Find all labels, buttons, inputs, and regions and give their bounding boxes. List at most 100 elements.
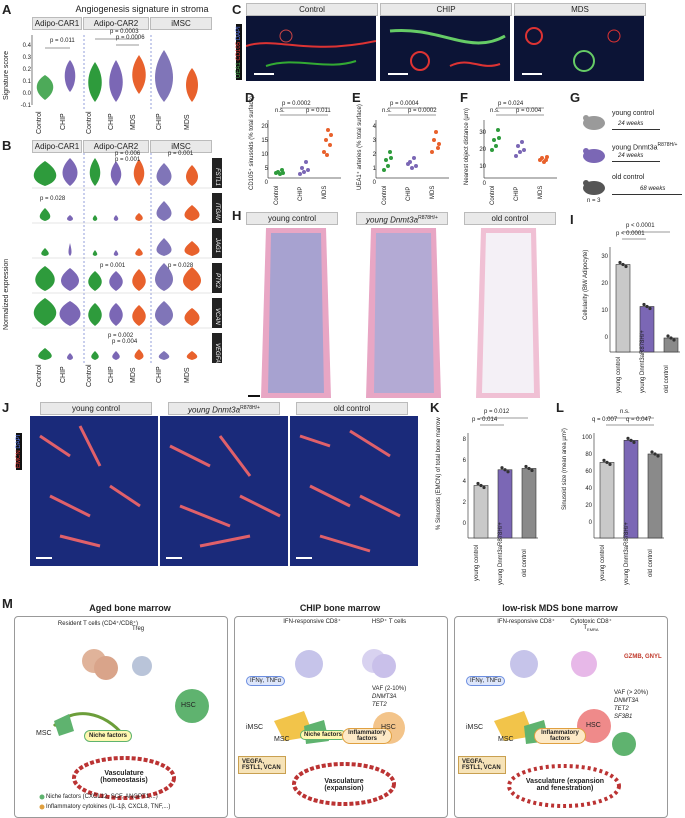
panel-m-mds-gzmb: GZMB, GNYL [624, 654, 662, 660]
panel-c-title-mds: MDS [514, 3, 646, 16]
gene-tag-itgav: ITGAV [212, 193, 222, 223]
panel-m-mds-mut2: TET2 [614, 706, 629, 712]
gene-tag-vegfa: VEGFA [212, 333, 222, 363]
data-point [506, 470, 510, 474]
panel-m-mds-hsc: HSC [586, 722, 601, 729]
panel-l-letter: L [556, 400, 564, 415]
panel-j-image-2 [160, 416, 288, 566]
data-point [624, 264, 628, 269]
data-point [653, 452, 657, 456]
panel-a-title: Angiogenesis signature in stroma [75, 4, 209, 14]
data-point [602, 458, 606, 462]
data-point [527, 466, 531, 471]
panel-i-chart [609, 231, 680, 353]
panel-a-letter: A [2, 2, 12, 17]
panel-e-ylabel: UEA1⁺ arteries (% total surface) [357, 104, 363, 190]
data-point [666, 334, 670, 338]
panel-b-pval-2: p = 0.001 [115, 157, 141, 163]
bar-old-control [647, 453, 663, 539]
panel-c-title-chip: CHIP [380, 3, 512, 16]
panel-m-chip-title: CHIP bone marrow [299, 603, 381, 613]
data-point [629, 438, 633, 442]
data-point [482, 485, 486, 490]
panel-a-plot [31, 35, 198, 110]
panel-i-pval-2: p < 0.0001 [616, 231, 645, 237]
data-point [608, 462, 612, 466]
panel-d-pval-2: p = 0.011 [306, 108, 331, 114]
panel-a-group-3: iMSC [150, 17, 212, 30]
panel-m-chip-vaf: VAF (2-10%) [372, 686, 407, 692]
panel-b-pval-4: p = 0.028 [40, 196, 66, 202]
panel-a-ylabel: Signature score [3, 50, 10, 100]
panel-m-mds-vegfa: VEGFA, FSTL1, VCAN [458, 756, 506, 774]
panel-e-pval-1: p = 0.0004 [390, 101, 419, 107]
data-point [476, 481, 480, 486]
panel-g-mice [583, 115, 605, 195]
panel-l-pval-1: n.s. [620, 409, 630, 415]
data-point [669, 336, 673, 340]
panel-m-aged-msc: MSC [36, 730, 52, 737]
panel-e-pval-3: p = 0.0002 [408, 108, 437, 114]
panel-b-pval-8: p = 0.004 [112, 339, 138, 345]
panel-m-aged-vasc: Vasculature (homeostasis) [100, 770, 148, 784]
bar-young-control [615, 264, 631, 353]
panel-a-violin-imsc-mds [186, 68, 198, 102]
bar-old-control [663, 337, 679, 353]
panel-b-row-itgav [39, 201, 200, 221]
panel-m-mds-imsc: iMSC [466, 724, 484, 731]
panel-c-stain-label: UEA1 CD105 DAPI [236, 24, 242, 80]
panel-h-histology [248, 228, 540, 398]
panel-g-row-2-arrow [612, 161, 660, 162]
panel-j-image-3 [290, 416, 418, 566]
panel-f-pval-1: p = 0.024 [498, 101, 524, 107]
panel-m-mds-mut3: SF3B1 [614, 714, 633, 720]
data-point [524, 464, 528, 469]
panel-a-group-1: Adipo-CAR1 [32, 17, 82, 30]
panel-c-image-chip [380, 16, 510, 81]
panel-a-violin-control2 [88, 62, 102, 102]
panel-g-row-3-arrow [612, 194, 682, 195]
panel-d-letter: D [245, 90, 255, 105]
panel-a-pval-1: p = 0.011 [50, 38, 75, 44]
panel-m-chip-ifng: IFNγ, TNFα [246, 676, 286, 686]
panel-m-chip-ifn: IFN-responsive CD8⁺ [283, 619, 341, 625]
bar-old-control [521, 468, 537, 539]
panel-m-chip-box [234, 616, 448, 818]
panel-j-letter: J [2, 400, 10, 415]
panel-d-pval-3: n.s. [275, 108, 285, 114]
panel-g-row-3-weeks: 68 weeks [640, 186, 666, 192]
panel-k-ylabel: % Sinusoids (EMCN) of total bone marrow [436, 417, 442, 530]
panel-m-mds-msc: MSC [498, 736, 514, 743]
mouse-icon-purple [583, 148, 605, 163]
panel-m-mds-ifn: IFN-responsive CD8⁺ [497, 619, 555, 625]
panel-m-aged-hsc: HSC [181, 702, 196, 709]
mouse-icon-dark [583, 180, 605, 195]
panel-a-violin-imsc-chip [155, 50, 173, 102]
panel-b-letter: B [2, 138, 12, 153]
panel-c-letter: C [232, 2, 242, 17]
panel-k-pval-2: p = 0.014 [472, 417, 498, 423]
panel-b-row-vegfa [38, 348, 198, 360]
panel-m-letter: M [2, 596, 13, 611]
panel-e-plot [375, 107, 449, 179]
panel-a-group-2: Adipo-CAR2 [83, 17, 149, 30]
panel-m-chip-mut2: TET2 [372, 702, 387, 708]
panel-l-ylabel: Sinusoid size (mean area µm²) [562, 428, 568, 510]
panel-a-violin-control [36, 75, 54, 100]
panel-c-title-control: Control [246, 3, 378, 16]
panel-g-row-3-label: old control [612, 174, 645, 181]
data-point [479, 483, 483, 488]
panel-b-pval-6: p = 0.028 [168, 263, 194, 269]
panel-b-row-jag1 [41, 238, 200, 256]
panel-m-aged-legend-1: Niche factors (CXCL12, SCF, ANGPT1,...) [46, 794, 158, 800]
gene-tag-ptk2: PTK2 [212, 263, 222, 293]
data-point [645, 304, 649, 309]
panel-a-xlabels: Control CHIP Control CHIP MDS CHIP MDS [36, 111, 191, 134]
panel-j-image-1 [30, 416, 158, 566]
panel-a-pval-2: p = 0.0003 [110, 29, 139, 35]
panel-m-aged-title: Aged bone marrow [89, 603, 171, 613]
panel-f-letter: F [460, 90, 468, 105]
